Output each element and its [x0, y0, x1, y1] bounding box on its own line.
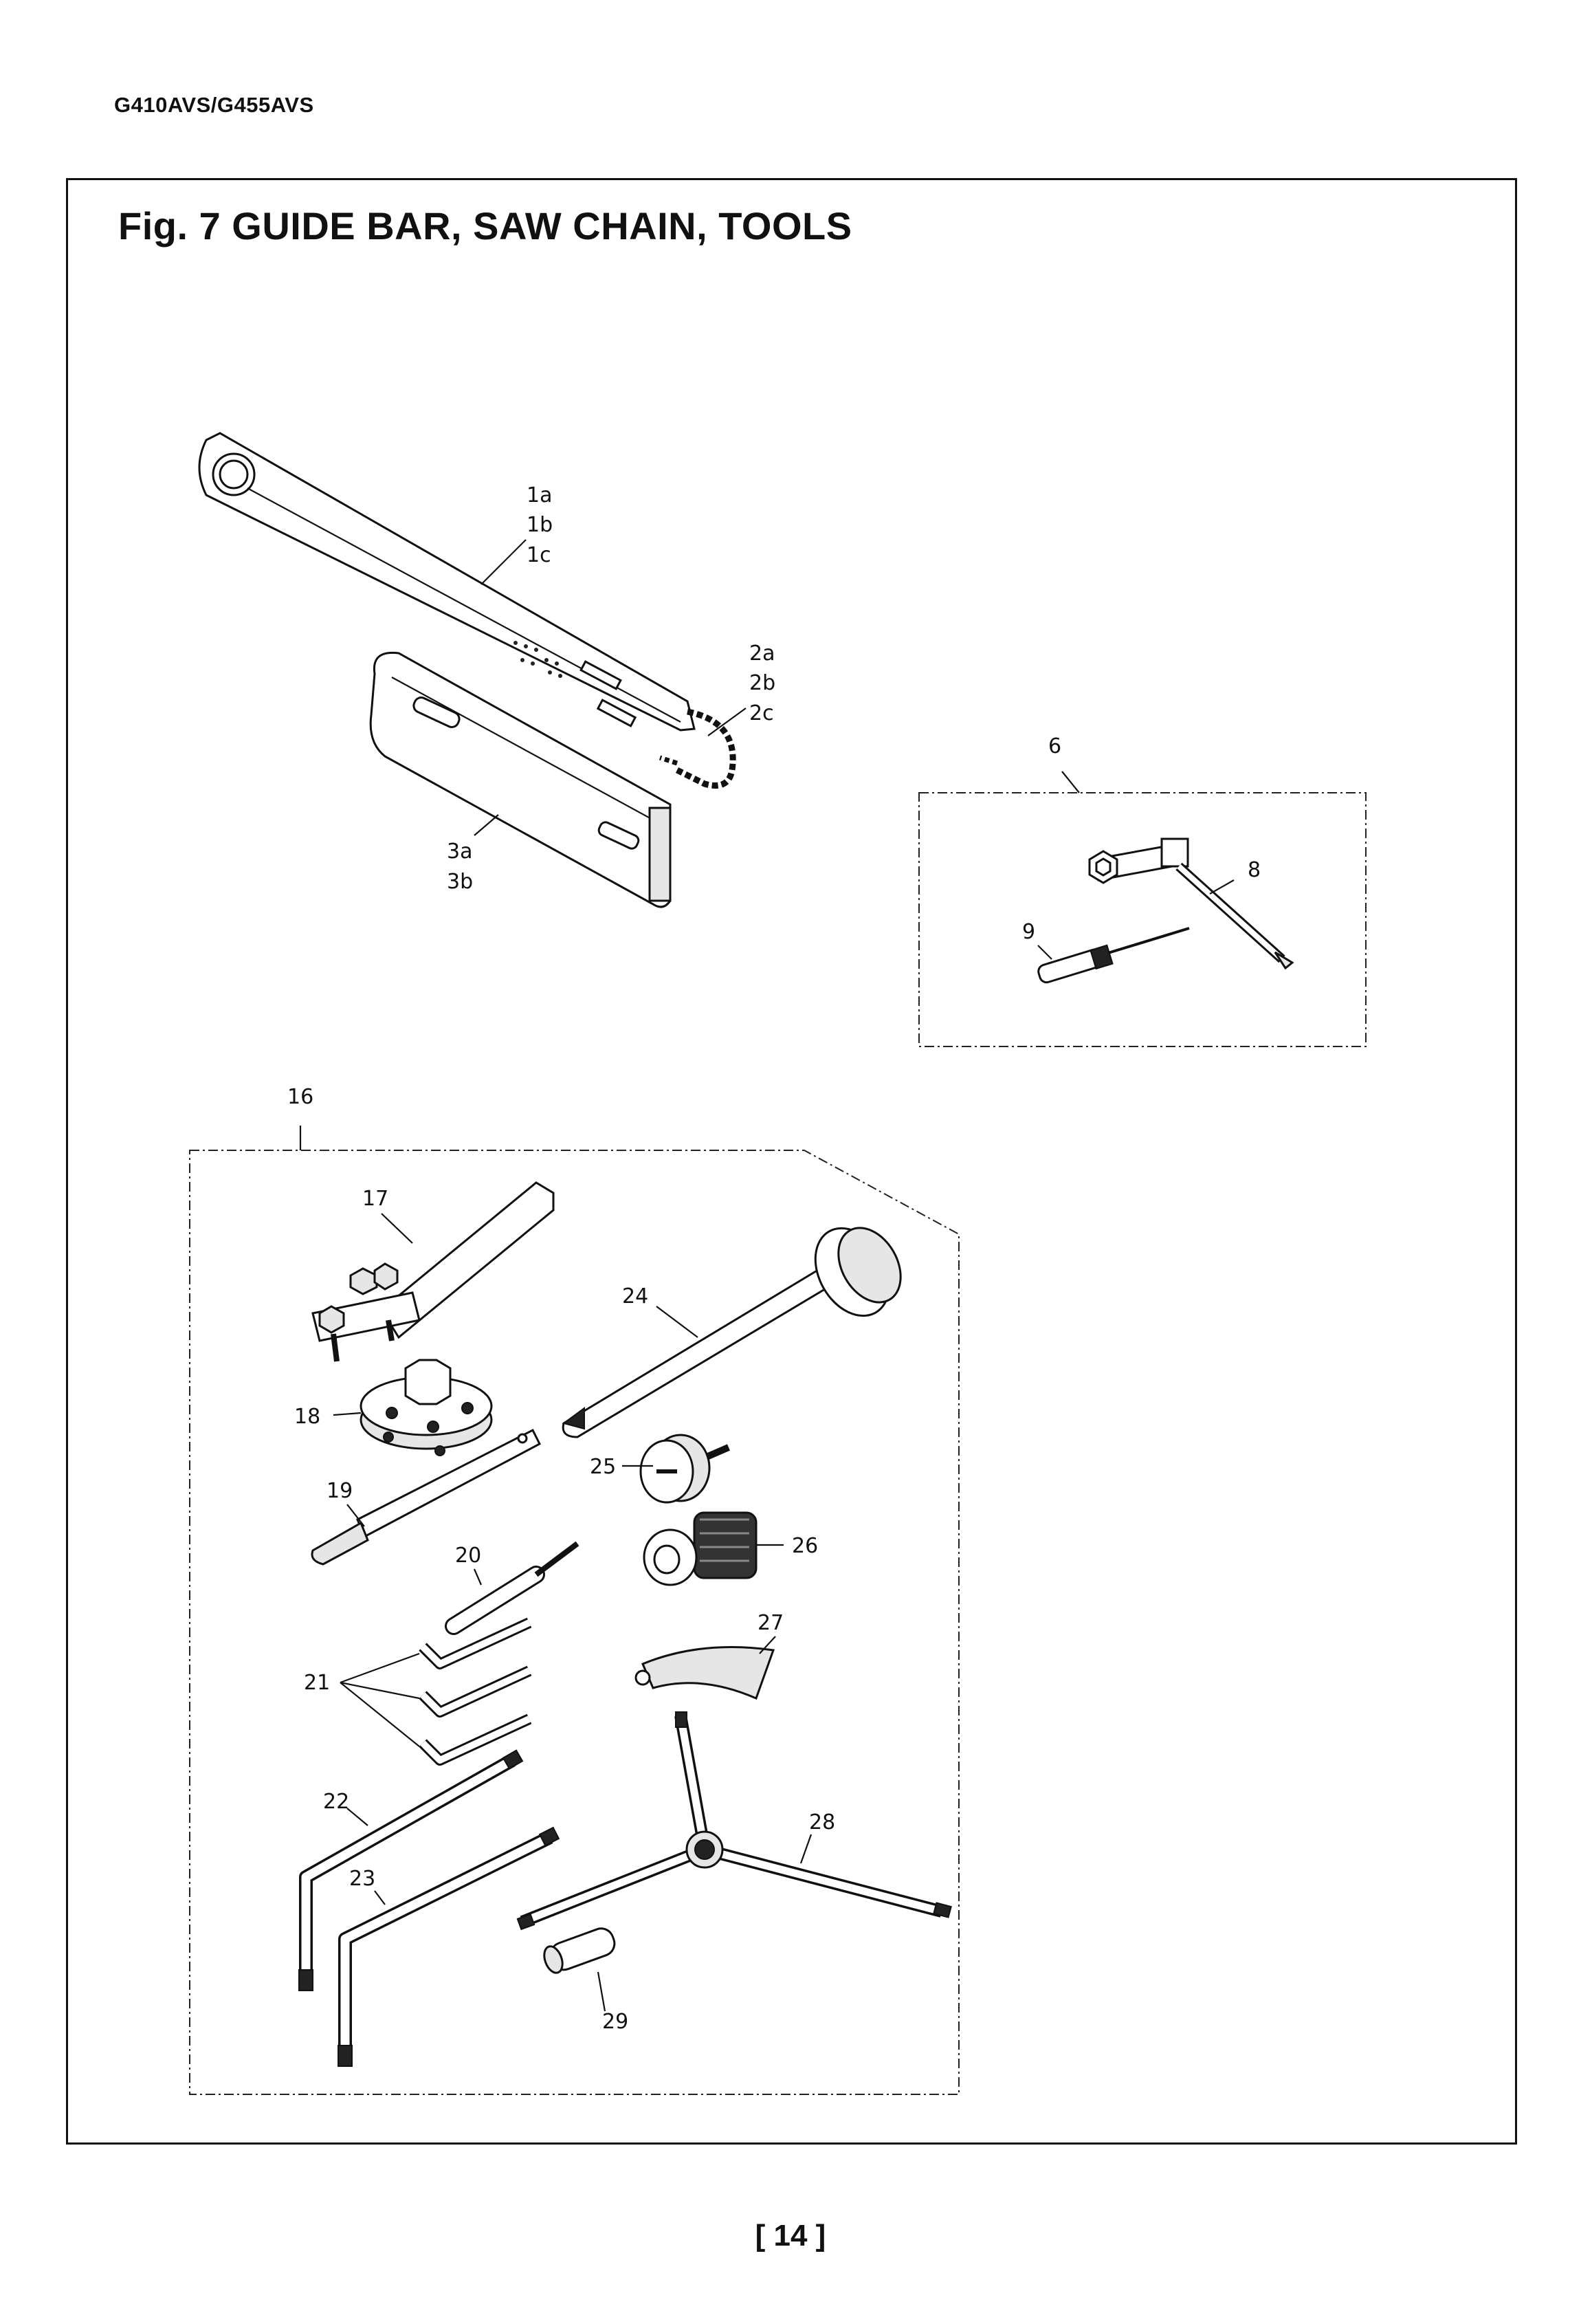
callout-20: 20 — [455, 1544, 481, 1568]
flywheel-puller — [360, 1359, 493, 1456]
adapter — [639, 1434, 730, 1504]
callout-28: 28 — [809, 1810, 835, 1834]
clutch-removal-tool — [311, 1181, 555, 1362]
callout-3a: 3a — [447, 840, 472, 864]
callout-23: 23 — [349, 1867, 375, 1891]
callout-3b: 3b — [447, 870, 473, 894]
page-number: [ 14 ] — [755, 2219, 826, 2252]
callout-21: 21 — [304, 1671, 330, 1695]
combination-wrench — [1088, 837, 1294, 970]
torx-l-key-small — [338, 1826, 560, 2067]
three-way-wrench — [516, 1711, 952, 1931]
callout-2b: 2b — [749, 671, 775, 695]
callout-8: 8 — [1248, 858, 1261, 882]
callout-1c: 1c — [527, 543, 551, 567]
callout-24: 24 — [622, 1284, 648, 1308]
bearing-press-tool — [562, 1227, 902, 1438]
flywheel-holder — [311, 1428, 541, 1566]
hex-key-set — [419, 1617, 532, 1766]
chain-cover — [369, 651, 672, 908]
tool-kit-box — [918, 792, 1367, 1047]
callout-2a: 2a — [749, 642, 775, 666]
guide-bar — [198, 432, 696, 732]
leader-lines — [299, 539, 1235, 2012]
pin-punch — [445, 1541, 579, 1635]
callout-9: 9 — [1022, 920, 1035, 944]
model-number: G410AVS/G455AVS — [114, 93, 314, 117]
callout-6: 6 — [1048, 734, 1061, 758]
saw-chain — [659, 708, 736, 789]
callout-27: 27 — [758, 1611, 784, 1635]
arc-clip — [634, 1646, 775, 1700]
callout-2c: 2c — [749, 701, 774, 725]
callout-17: 17 — [362, 1187, 388, 1211]
callout-labels: 1a 1b 1c 2a 2b 2c 3a 3b 6 8 9 16 17 18 1… — [287, 483, 1261, 2034]
screwdriver — [1037, 927, 1190, 984]
callout-22: 22 — [323, 1790, 349, 1814]
callout-26: 26 — [792, 1534, 818, 1558]
callout-29: 29 — [602, 2010, 628, 2034]
callout-1b: 1b — [527, 513, 553, 537]
knurled-tool — [643, 1511, 758, 1586]
callout-16: 16 — [287, 1085, 313, 1109]
callout-25: 25 — [590, 1455, 616, 1479]
special-tools-box — [189, 1150, 960, 2095]
figure-title: Fig. 7 GUIDE BAR, SAW CHAIN, TOOLS — [118, 204, 852, 248]
torx-l-key-large — [298, 1749, 524, 1991]
callout-19: 19 — [327, 1479, 353, 1503]
figure-frame — [66, 178, 1517, 2145]
callout-18: 18 — [294, 1405, 320, 1429]
callout-1a: 1a — [527, 483, 552, 507]
sleeve — [543, 1927, 616, 1974]
